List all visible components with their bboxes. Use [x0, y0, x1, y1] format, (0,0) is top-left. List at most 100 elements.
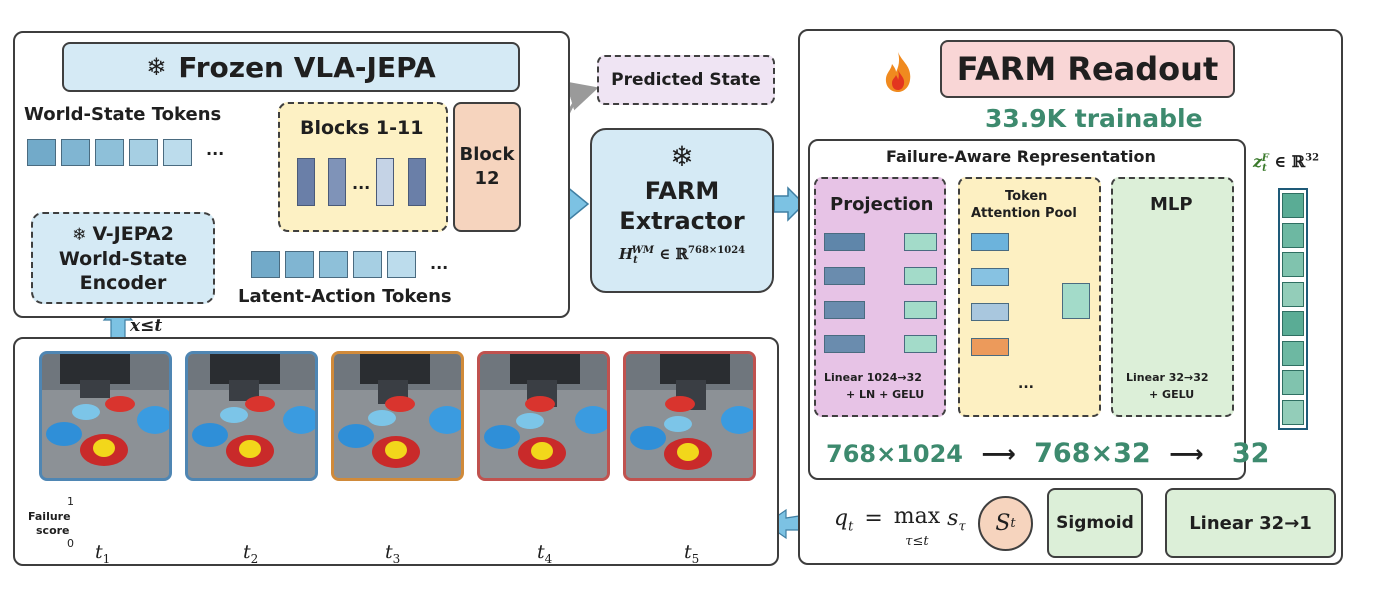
chart-tick-label: t4: [537, 541, 552, 566]
tick-base: t: [95, 541, 103, 563]
z-vector-cell: [1282, 252, 1304, 277]
z-vector-cell: [1282, 311, 1304, 336]
predicted-state-box: Predicted State: [597, 55, 775, 105]
video-frame: [185, 351, 318, 481]
frozen-title-box: ❄ Frozen VLA-JEPA: [62, 42, 520, 92]
chart-tick-label: t1: [95, 541, 110, 566]
tick-base: t: [385, 541, 393, 563]
extractor-line1: FARM: [644, 176, 720, 205]
frame-scene: [334, 354, 461, 478]
q-formula: qt = max τ≤t sτ: [834, 504, 966, 549]
tick-sub: 3: [392, 551, 401, 566]
sigmoid-box: Sigmoid: [1047, 488, 1143, 558]
chart-y-min: 0: [67, 537, 74, 550]
tick-sub: 4: [544, 551, 553, 566]
pool-input-token: [971, 233, 1009, 251]
latent-action-token: [387, 251, 416, 278]
z-vector-cell: [1282, 340, 1304, 366]
snowflake-icon: ❄: [72, 224, 87, 245]
latent-action-token: [285, 251, 314, 278]
latent-action-tokens-label: Latent-Action Tokens: [238, 286, 452, 307]
video-frame: [477, 351, 610, 481]
dims-row: 768×1024 ⟶ 768×32 ⟶ 32: [826, 438, 1269, 469]
frame-scene: [42, 354, 169, 478]
chart-ylabel-2: score: [36, 524, 70, 537]
arrow-extractor-to-readout: [773, 186, 806, 222]
snowflake-icon: ❄: [670, 139, 694, 173]
projection-output-token: [904, 233, 937, 251]
dim-arrow-1: ⟶: [981, 440, 1016, 468]
input-label: x≤t: [130, 316, 163, 336]
block-bar: [328, 158, 346, 206]
blocks-ellipsis: ...: [352, 174, 371, 193]
blocks-1-11-label: Blocks 1-11: [300, 117, 424, 139]
projection-box: [814, 177, 946, 417]
world-state-token: [129, 139, 158, 166]
tick-sub: 2: [250, 551, 259, 566]
frame-scene: [626, 354, 753, 478]
pool-title-2: Attention Pool: [971, 206, 1077, 221]
z-vector-cell: [1282, 222, 1304, 248]
dim-32: 32: [1231, 438, 1270, 469]
pool-input-token: [971, 303, 1009, 321]
sigmoid-label: Sigmoid: [1056, 513, 1134, 533]
block12-line1: Block: [459, 144, 515, 165]
z-vector-cell: [1282, 193, 1304, 218]
latent-action-token: [353, 251, 382, 278]
tick-sub: 1: [102, 551, 111, 566]
video-frame: [331, 351, 464, 481]
world-state-ellipsis: ...: [206, 140, 225, 159]
dim-768x32: 768×32: [1034, 438, 1151, 469]
mlp-title: MLP: [1150, 194, 1193, 215]
projection-input-token: [824, 233, 865, 251]
linear-32-1-label: Linear 32→1: [1189, 512, 1312, 534]
projection-input-token: [824, 335, 865, 353]
video-frame: [623, 351, 756, 481]
block12-line2: 12: [474, 168, 500, 189]
tick-base: t: [243, 541, 251, 563]
projection-caption-1: Linear 1024→32: [824, 371, 922, 384]
pool-input-token: [971, 268, 1009, 286]
frame-scene: [480, 354, 607, 478]
mlp-caption-2: + GELU: [1149, 388, 1195, 401]
projection-title: Projection: [830, 194, 934, 215]
pool-input-token: [971, 338, 1009, 356]
predicted-state-label: Predicted State: [611, 70, 761, 90]
farm-extractor-box: ❄ FARM Extractor HtWM ∈ ℝ768×1024: [590, 128, 774, 293]
tick-base: t: [537, 541, 545, 563]
frame-scene: [188, 354, 315, 478]
projection-output-token: [904, 335, 937, 353]
dim-arrow-2: ⟶: [1169, 440, 1204, 468]
world-state-token: [61, 139, 90, 166]
world-state-token: [95, 139, 124, 166]
chart-tick-label: t5: [684, 541, 699, 566]
latent-action-ellipsis: ...: [430, 254, 449, 273]
latent-action-token: [251, 251, 280, 278]
frozen-title: Frozen VLA-JEPA: [178, 50, 436, 84]
projection-output-token: [904, 267, 937, 285]
chart-tick-label: t2: [243, 541, 258, 566]
world-state-tokens-label: World-State Tokens: [24, 104, 222, 125]
block-bar: [376, 158, 394, 206]
extractor-formula: HtWM ∈ ℝ768×1024: [618, 244, 746, 266]
representation-title: Failure-Aware Representation: [886, 147, 1156, 166]
chart-y-max: 1: [67, 495, 74, 508]
encoder-line3: Encoder: [79, 271, 167, 294]
z-vector-cell: [1282, 281, 1304, 307]
z-label: ztF ∈ ℝ32: [1253, 152, 1320, 175]
projection-output-token: [904, 301, 937, 319]
block-bar: [297, 158, 315, 206]
snowflake-icon: ❄: [146, 53, 167, 81]
block-12-box: Block 12: [453, 102, 521, 232]
block-bar: [408, 158, 426, 206]
video-frame: [39, 351, 172, 481]
world-state-token: [163, 139, 192, 166]
encoder-line1: V-JEPA2: [92, 222, 174, 245]
world-state-token: [27, 139, 56, 166]
chart-ylabel-1: Failure: [28, 510, 71, 523]
chart-tick-label: t3: [385, 541, 400, 566]
tick-base: t: [684, 541, 692, 563]
latent-action-token: [319, 251, 348, 278]
fire-icon: [880, 50, 916, 94]
